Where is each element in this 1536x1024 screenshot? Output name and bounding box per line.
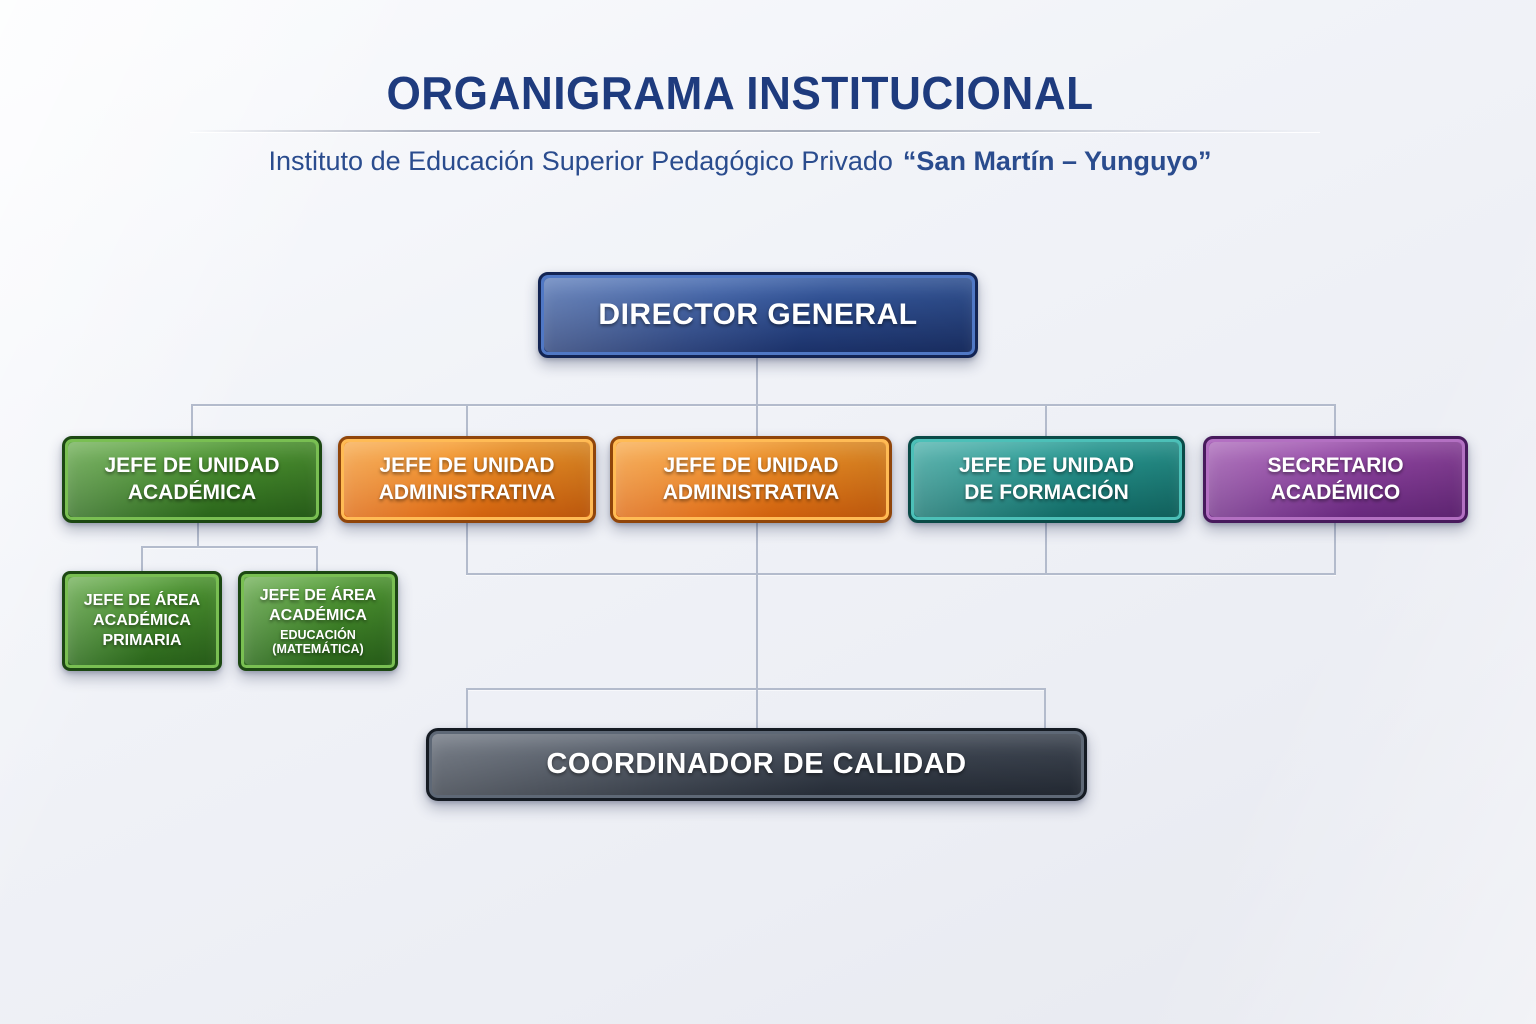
node-jefe-unidad-formacion: JEFE DE UNIDAD DE FORMACIÓN <box>908 436 1185 523</box>
page-title: ORGANIGRAMA INSTITUCIONAL <box>386 67 1094 119</box>
node-jefe-unidad-administrativa-2-label: JEFE DE UNIDAD ADMINISTRATIVA <box>662 454 840 504</box>
connector-drop-administrativa-2 <box>756 404 758 437</box>
connector-mid-bus <box>466 573 1336 575</box>
node-coordinador-calidad-label: COORDINADOR DE CALIDAD <box>546 748 967 781</box>
node-director-general: DIRECTOR GENERAL <box>538 272 978 358</box>
connector-coordinador-drop-left <box>466 688 468 729</box>
node-coordinador-calidad: COORDINADOR DE CALIDAD <box>426 728 1087 801</box>
subtitle-institution-name: “San Martín – Yunguyo” <box>902 146 1212 176</box>
connector-coordinador-drop-mid <box>756 688 758 729</box>
node-director-general-label: DIRECTOR GENERAL <box>598 298 918 332</box>
node-jefe-area-matematica: JEFE DE ÁREA ACADÉMICA EDUCACIÓN (MATEMÁ… <box>238 571 398 671</box>
node-jefe-unidad-academica: JEFE DE UNIDAD ACADÉMICA <box>62 436 322 523</box>
connector-drop-academica <box>191 404 193 437</box>
node-jefe-area-primaria-label: JEFE DE ÁREA ACADÉMICA PRIMARIA <box>83 592 201 649</box>
connector-administrativa-1-down <box>466 522 468 575</box>
connector-drop-secretario <box>1334 404 1336 437</box>
connector-director-down <box>756 357 758 405</box>
connector-areas-bus <box>141 546 318 548</box>
connector-drop-administrativa-1 <box>466 404 468 437</box>
node-jefe-unidad-administrativa-2: JEFE DE UNIDAD ADMINISTRATIVA <box>610 436 892 523</box>
node-jefe-area-matematica-label: JEFE DE ÁREA ACADÉMICA <box>259 586 377 624</box>
node-jefe-unidad-formacion-label: JEFE DE UNIDAD DE FORMACIÓN <box>958 454 1135 504</box>
connector-drop-formacion <box>1045 404 1047 437</box>
connector-drop-area-matematica <box>316 546 318 572</box>
connector-coordinador-drop-right <box>1044 688 1046 729</box>
connector-level2-bus <box>191 404 1336 406</box>
node-jefe-unidad-academica-label: JEFE DE UNIDAD ACADÉMICA <box>104 454 280 504</box>
node-jefe-area-primaria: JEFE DE ÁREA ACADÉMICA PRIMARIA <box>62 571 222 671</box>
node-jefe-area-matematica-sublabel: EDUCACIÓN (MATEMÁTICA) <box>272 627 364 656</box>
connector-academica-down <box>197 522 199 547</box>
connector-drop-area-primaria <box>141 546 143 572</box>
subtitle-text: Instituto de Educación Superior Pedagógi… <box>268 146 893 176</box>
header-divider <box>190 130 1320 132</box>
node-secretario-academico-label: SECRETARIO ACADÉMICO <box>1267 454 1404 504</box>
node-jefe-unidad-administrativa-1: JEFE DE UNIDAD ADMINISTRATIVA <box>338 436 596 523</box>
node-secretario-academico: SECRETARIO ACADÉMICO <box>1203 436 1468 523</box>
node-jefe-unidad-administrativa-1-label: JEFE DE UNIDAD ADMINISTRATIVA <box>378 454 556 504</box>
connector-secretario-down <box>1334 522 1336 575</box>
connector-formacion-down <box>1045 522 1047 575</box>
connector-administrativa-2-down <box>756 522 758 575</box>
connector-mid-down <box>756 573 758 690</box>
page-subtitle: Instituto de Educación Superior Pedagógi… <box>0 146 1480 177</box>
